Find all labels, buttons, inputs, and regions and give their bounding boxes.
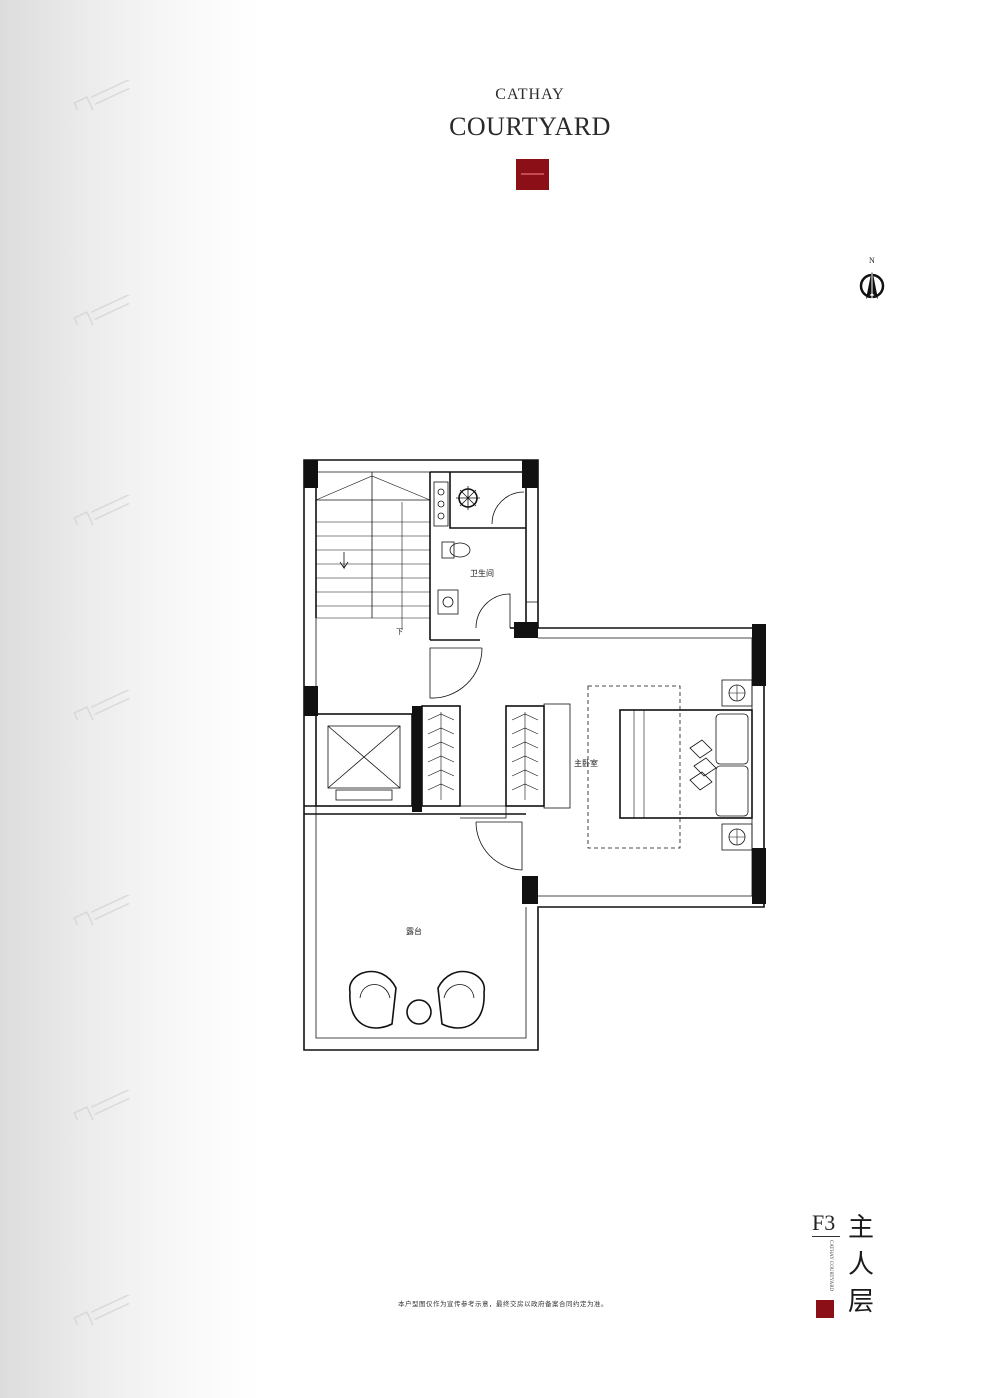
floor-plan: 卫生间 主卧室 露台 下 (300, 452, 770, 1054)
floor-seal-icon (816, 1300, 834, 1318)
watermark-logo-icon (68, 895, 148, 925)
north-compass-icon: N (852, 255, 892, 305)
watermark-logo-icon (68, 80, 148, 110)
brand-line-1: CATHAY (495, 86, 565, 103)
watermark-logo-icon (68, 295, 148, 325)
room-label-bathroom: 卫生间 (470, 568, 494, 578)
disclaimer-text: 本户型图仅作为宣传参考示意，最终交房以政府备案合同约定为准。 (398, 1300, 608, 1308)
brand-line-2: COURTYARD (449, 112, 611, 141)
watermark-logo-icon (68, 690, 148, 720)
floor-code-underline (812, 1236, 840, 1237)
floor-name: 主 人 层 (848, 1210, 878, 1321)
floor-code: F3 (812, 1210, 836, 1235)
stairs-down-label: 下 (396, 628, 403, 636)
north-label: N (869, 256, 875, 265)
watermark-logo-icon (68, 1090, 148, 1120)
room-label-terrace: 露台 (406, 926, 422, 936)
svg-text:CATHAY COURTYARD: CATHAY COURTYARD (828, 1240, 833, 1292)
floor-name-char: 主 (848, 1213, 875, 1243)
brand-seal-icon (516, 159, 549, 190)
room-label-master-bedroom: 主卧室 (574, 758, 598, 768)
watermark-logo-icon (68, 495, 148, 525)
watermark-logo-icon (68, 1295, 148, 1325)
vertical-brand-text: CATHAY COURTYARD (818, 1240, 836, 1300)
floor-name-char: 人 (848, 1250, 875, 1280)
floor-name-char: 层 (848, 1287, 875, 1317)
